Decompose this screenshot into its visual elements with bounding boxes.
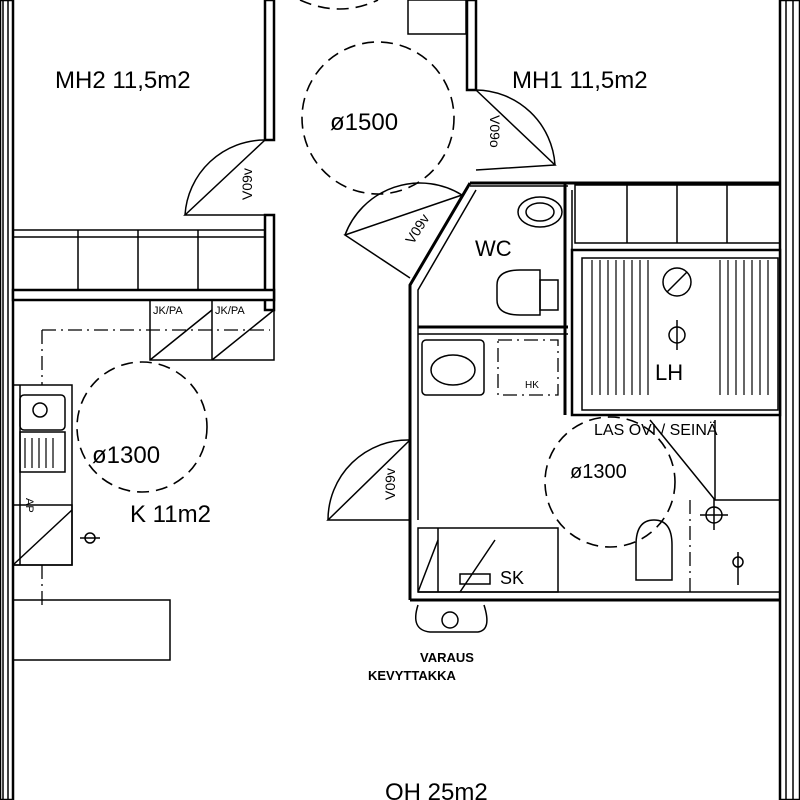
- appliance-label-ap: AP: [23, 498, 35, 513]
- room-label-mh1: MH1 11,5m2: [512, 67, 648, 94]
- door-tag-wc: V09v: [402, 211, 432, 247]
- room-label-sk: SK: [500, 568, 524, 588]
- glass-door-label: LAS OVI / SEINÄ: [594, 421, 718, 439]
- sauna-bench-slats: [591, 260, 769, 395]
- sauna-stove-icon: [662, 267, 692, 297]
- room-label-lh: LH: [655, 360, 683, 385]
- room-label-hk: HK: [525, 380, 539, 391]
- room-label-mh2: MH2 11,5m2: [55, 67, 191, 94]
- bath-toilet-icon: [635, 519, 673, 581]
- bath-turning-circle: [544, 416, 676, 548]
- varaus-label: VARAUS: [420, 650, 474, 665]
- kitchen-turning-circle: [76, 361, 208, 493]
- kitchen-sink-icon: [19, 394, 66, 431]
- bath-turning-circle-label: ø1300: [570, 461, 627, 483]
- room-label-wc: WC: [475, 236, 512, 261]
- doors: [183, 89, 557, 521]
- kitchen-counter: [12, 329, 270, 661]
- bath-basin-icon: [421, 339, 485, 396]
- sk-connector-icon: [459, 573, 491, 585]
- kitchen-turning-circle-label: ø1300: [92, 442, 160, 469]
- door-tag-mh1: V09o: [487, 115, 503, 148]
- door-tag-mh2: V09v: [239, 168, 255, 200]
- bath-fixtures: [417, 339, 780, 593]
- wc-toilet-icon: [496, 269, 541, 316]
- wc-basin-icon: [517, 196, 563, 228]
- kevyttakka-label: KEVYTTAKKA: [368, 668, 456, 683]
- stove-icon: [19, 431, 66, 473]
- closet-label-jkpa-1: JK/PA: [153, 305, 183, 317]
- hall-turning-circle-label: ø1500: [330, 109, 398, 136]
- reserved-cloakroom: [415, 604, 488, 633]
- sauna: [570, 248, 782, 417]
- door-tag-bath: V09v: [382, 468, 398, 500]
- room-label-kitchen: K 11m2: [130, 501, 211, 528]
- room-label-oh: OH 25m2: [385, 779, 488, 800]
- wc-fixtures: [496, 196, 563, 316]
- closet-label-jkpa-2: JK/PA: [215, 305, 245, 317]
